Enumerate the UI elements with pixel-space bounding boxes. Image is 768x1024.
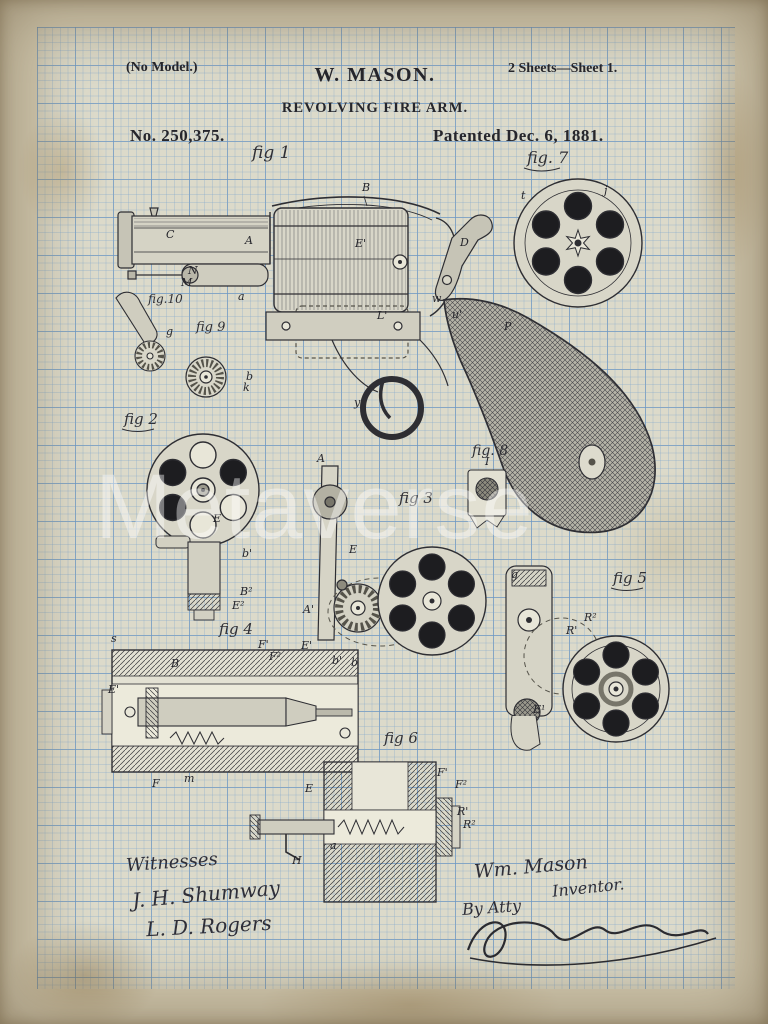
part-label: w <box>432 292 442 305</box>
part-label: B <box>361 181 370 194</box>
part-label: t <box>521 189 526 202</box>
part-label: E' <box>107 683 119 696</box>
part-label: F² <box>454 778 467 791</box>
part-label: R' <box>456 805 468 818</box>
figure-labels: fig 1 fig. 7 fig.10 fig 9 fig 2 fig. 8 f… <box>121 143 647 747</box>
fig2-cylinder-face-drawing <box>146 433 260 621</box>
part-label: u' <box>452 308 462 321</box>
part-label: E <box>304 782 313 795</box>
fig8-label: fig. 8 <box>471 443 508 459</box>
fig1-label: fig 1 <box>250 143 290 163</box>
fig10-lever-drawing <box>115 291 166 372</box>
patent-number: No. 250,375. <box>130 126 225 145</box>
part-label: F' <box>436 766 448 779</box>
fig3-label: fig 3 <box>398 489 433 507</box>
no-model-note: (No Model.) <box>126 60 198 75</box>
part-label: E <box>212 512 221 525</box>
fig1-revolver-drawing <box>117 195 656 534</box>
part-label: N <box>187 264 198 277</box>
part-label: b' <box>242 547 252 560</box>
fig6-label: fig 6 <box>383 729 418 747</box>
part-label: F² <box>268 650 281 663</box>
part-label: k <box>243 381 250 394</box>
part-label: F <box>151 777 160 790</box>
fig4-section-drawing <box>101 649 359 773</box>
fig5-frame-cylinder-drawing <box>505 565 670 751</box>
sheet-info: 2 Sheets—Sheet 1. <box>508 61 618 76</box>
part-label: a <box>238 290 245 303</box>
part-label: A <box>316 452 325 465</box>
fig6-section-drawing <box>249 761 461 903</box>
fig10-label: fig.10 <box>147 292 183 306</box>
part-label: j <box>601 184 608 197</box>
attorney-signature <box>466 921 717 966</box>
part-label: E' <box>300 639 312 652</box>
fig7-label: fig. 7 <box>526 148 569 167</box>
part-label: E <box>348 543 357 556</box>
part-label: y <box>353 396 361 409</box>
patent-date: Patented Dec. 6, 1881. <box>433 126 604 145</box>
part-label: m <box>184 772 194 785</box>
part-label: M <box>180 276 193 289</box>
part-label: C <box>166 228 175 241</box>
fig7-cylinder-face-drawing <box>513 178 643 308</box>
part-label: L' <box>376 309 387 322</box>
fig9-disc-drawing <box>185 356 227 398</box>
part-label: a <box>330 839 337 852</box>
part-label: A' <box>302 603 314 616</box>
part-label: E' <box>354 237 366 250</box>
fig2-label: fig 2 <box>123 410 158 428</box>
part-label: g <box>511 568 518 581</box>
fig4-label: fig 4 <box>218 620 253 638</box>
inventor-name-header: W. MASON. <box>314 64 436 86</box>
part-label: I <box>484 455 490 468</box>
fig8-latch-drawing <box>467 469 507 529</box>
invention-title: REVOLVING FIRE ARM. <box>281 100 469 116</box>
part-label: E¹ <box>532 703 545 716</box>
part-label: B <box>170 657 179 670</box>
part-label: P <box>503 320 512 333</box>
part-label: b <box>246 370 253 383</box>
part-label: R² <box>462 818 476 831</box>
part-label: s <box>111 632 117 645</box>
fig9-label: fig 9 <box>195 320 225 335</box>
part-label: E² <box>231 599 244 612</box>
part-label: R² <box>583 611 597 624</box>
part-label: D <box>459 236 469 249</box>
part-label: g <box>166 325 173 338</box>
part-label: R' <box>565 624 577 637</box>
part-label: H <box>291 854 302 867</box>
part-label: A <box>244 234 253 247</box>
part-label: F' <box>257 638 269 651</box>
part-label: B² <box>239 585 253 598</box>
fig5-label: fig 5 <box>612 569 647 587</box>
part-labels: B C A E' D N a w P L' y b k t j E b' B² … <box>107 181 608 867</box>
part-label: b <box>351 656 358 669</box>
fig3-mechanism-drawing <box>312 465 487 656</box>
part-label: b' <box>332 654 342 667</box>
